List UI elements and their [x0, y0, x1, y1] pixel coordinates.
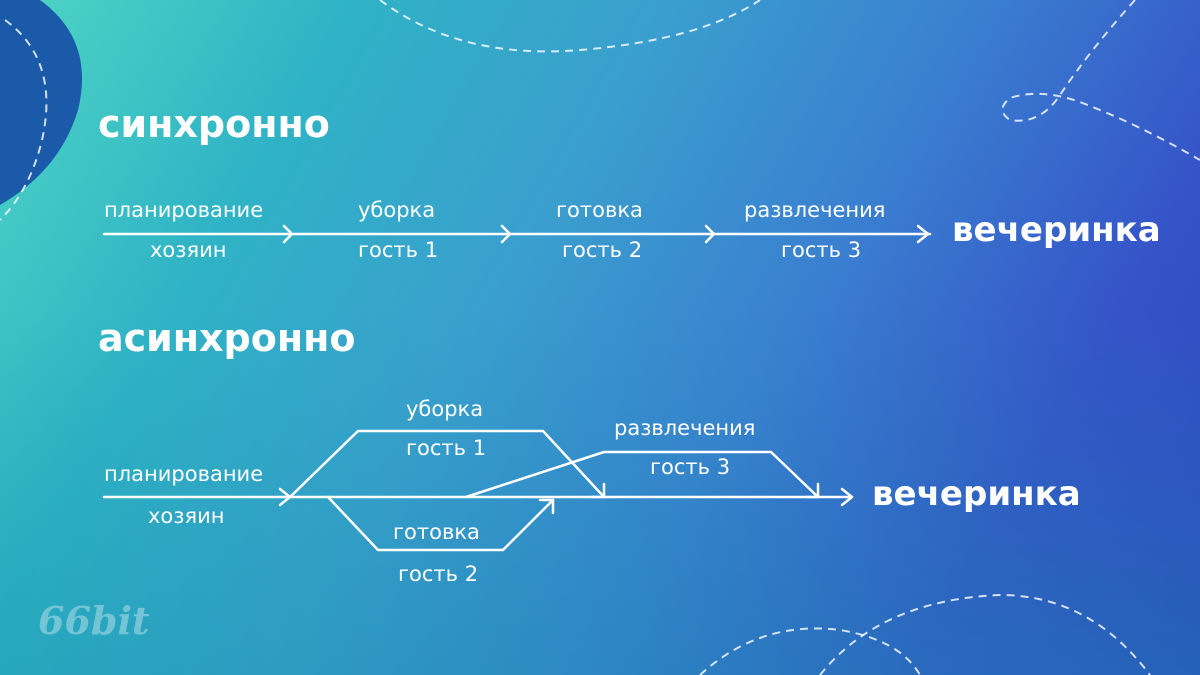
async-branch-upper	[288, 429, 606, 499]
async-upper-bottom: гость 1	[406, 436, 487, 460]
dashed-curve-bottom-1	[699, 627, 921, 675]
dashed-curve-top	[379, 0, 761, 53]
async-arrow-end	[840, 487, 854, 507]
sync-arrow-2	[500, 224, 512, 244]
sync-step-1-bottom: хозяин	[150, 238, 227, 262]
sync-step-3-top: готовка	[556, 198, 643, 222]
sync-heading: синхронно	[98, 102, 330, 146]
sync-step-1-top: планирование	[104, 198, 264, 222]
dashed-loop-right	[1001, 0, 1200, 161]
async-branch-lower	[326, 495, 555, 552]
async-lower-top: готовка	[393, 520, 480, 544]
async-main-bottom: хозяин	[148, 504, 225, 528]
async-right-bottom: гость 3	[650, 455, 731, 479]
async-arrow-upper	[590, 482, 606, 499]
async-upper-top: уборка	[406, 397, 484, 421]
dashed-curve-left	[0, 19, 48, 221]
sync-arrow-3	[704, 224, 716, 244]
async-heading: асинхронно	[98, 316, 356, 360]
dashed-curve-bottom-2	[819, 593, 1151, 675]
sync-step-4-bottom: гость 3	[781, 238, 862, 262]
sync-result: вечеринка	[952, 210, 1161, 250]
sync-step-2-top: уборка	[358, 198, 436, 222]
async-main-top: планирование	[104, 462, 264, 486]
async-arrow-lower	[538, 498, 555, 515]
sync-step-3-bottom: гость 2	[562, 238, 643, 262]
sync-step-2-bottom: гость 1	[358, 238, 439, 262]
async-result: вечеринка	[872, 474, 1081, 514]
sync-arrow-end	[916, 224, 930, 244]
async-lower-bottom: гость 2	[398, 562, 479, 586]
brand-logo: 66bit	[38, 598, 150, 643]
corner-blob	[0, 0, 83, 205]
sync-arrow-1	[282, 224, 294, 244]
async-branch-right	[464, 450, 820, 499]
async-right-top: развлечения	[614, 416, 756, 440]
async-arrow-right	[804, 482, 820, 499]
sync-step-4-top: развлечения	[744, 198, 886, 222]
